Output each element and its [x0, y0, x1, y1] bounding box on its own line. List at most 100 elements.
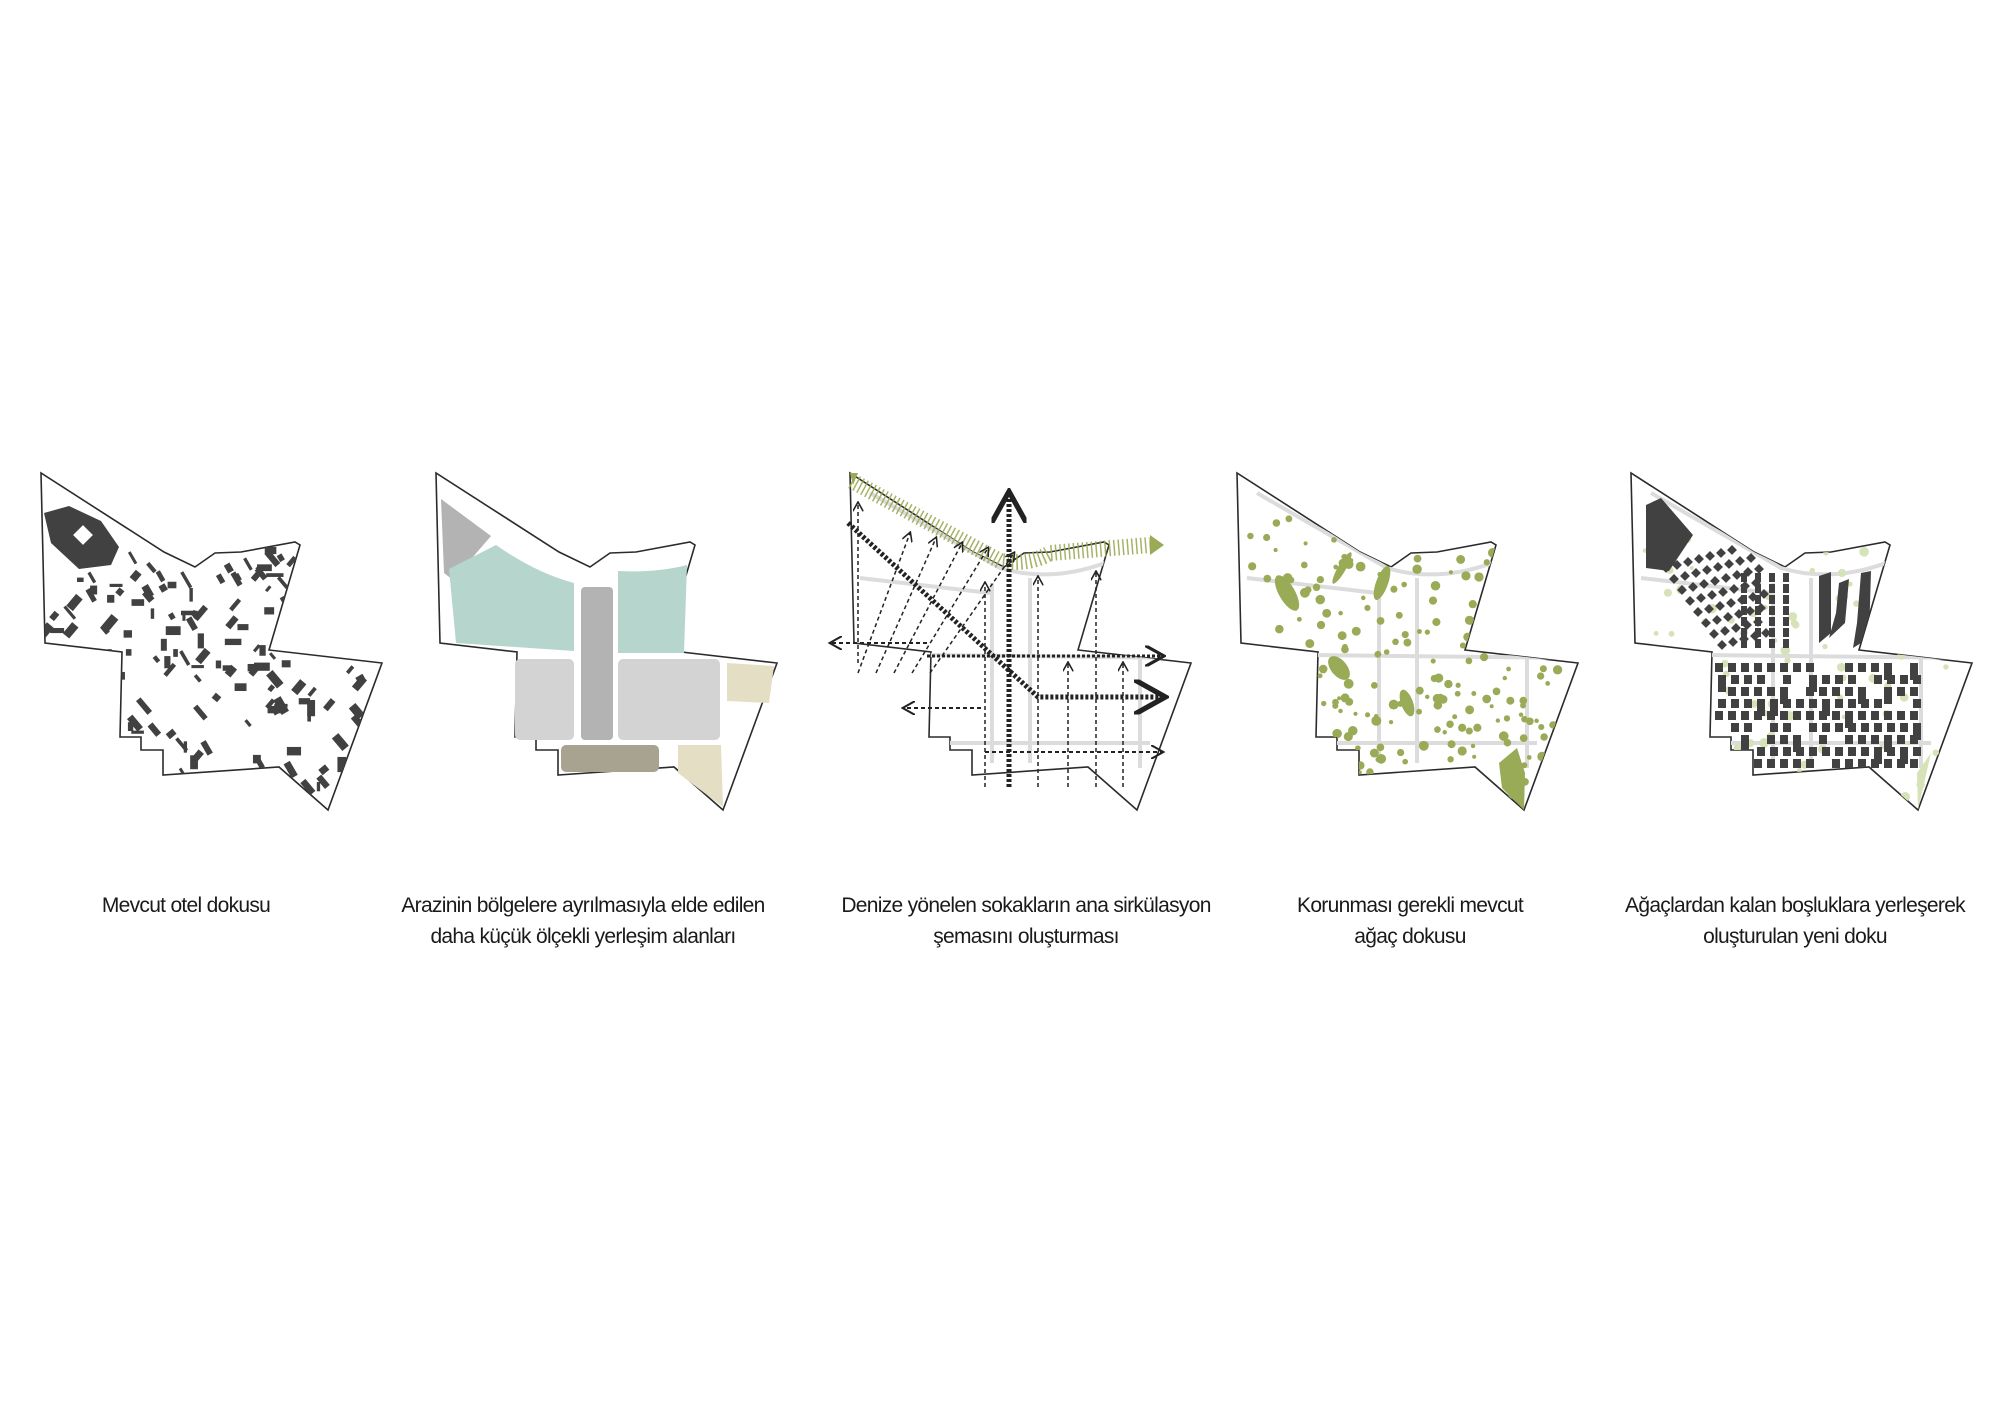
- panel-zoning: [435, 472, 778, 811]
- seafront-arrow-icon: [1150, 535, 1164, 555]
- tree: [1663, 588, 1672, 597]
- panel-new-fabric: [1630, 472, 1973, 811]
- building: [129, 569, 142, 582]
- tree: [1472, 754, 1477, 759]
- building: [223, 562, 234, 574]
- building: [1759, 589, 1769, 599]
- building: [307, 686, 317, 697]
- building-bar: [1829, 579, 1849, 638]
- tree: [1474, 572, 1484, 582]
- building: [1727, 544, 1737, 555]
- tree: [1479, 652, 1489, 662]
- building: [1724, 558, 1734, 569]
- building: [1721, 573, 1731, 583]
- building: [1757, 747, 1765, 756]
- building: [255, 757, 265, 770]
- building: [243, 557, 253, 571]
- building: [1770, 723, 1778, 732]
- building: [1897, 759, 1905, 768]
- tree: [1539, 665, 1547, 673]
- caption-circulation: Denize yönelen sokakların ana sirkülasyo…: [806, 890, 1246, 952]
- building: [90, 585, 98, 595]
- tree: [1838, 568, 1847, 578]
- tree: [1402, 758, 1409, 765]
- building: [1780, 711, 1788, 720]
- building: [1809, 723, 1817, 732]
- building: [1683, 557, 1693, 567]
- tree: [1823, 550, 1829, 556]
- building: [351, 675, 368, 692]
- building: [1858, 687, 1866, 704]
- tree: [1432, 618, 1441, 627]
- building: [173, 649, 178, 657]
- tree: [1424, 629, 1431, 635]
- building: [1712, 615, 1722, 625]
- building: [266, 573, 284, 577]
- tree: [1376, 743, 1385, 752]
- building: [1713, 562, 1723, 572]
- building: [1835, 723, 1843, 732]
- building: [1680, 571, 1690, 581]
- main-axis-diagonal: [846, 521, 1162, 697]
- tree: [1342, 643, 1348, 650]
- caption-line: Korunması gerekli mevcut: [1297, 894, 1524, 917]
- building: [1819, 711, 1827, 720]
- building: [1755, 573, 1761, 582]
- building: [1669, 573, 1679, 584]
- tree: [1943, 664, 1949, 670]
- building: [1780, 663, 1788, 672]
- building: [1769, 639, 1775, 648]
- street-diagonal: [911, 548, 988, 674]
- building: [195, 647, 211, 665]
- building: [1717, 640, 1727, 650]
- tree: [1321, 700, 1327, 707]
- tree: [1750, 700, 1759, 708]
- zone-gray-north: [441, 499, 491, 580]
- tree: [1534, 718, 1539, 724]
- building: [155, 570, 166, 583]
- building: [163, 662, 177, 677]
- tree: [1461, 571, 1471, 581]
- tree: [1897, 651, 1906, 660]
- street-diagonal: [893, 543, 962, 674]
- building: [267, 684, 276, 693]
- caption-existing-trees: Korunması gerekli mevcut ağaç dokusu: [1190, 890, 1630, 952]
- building: [1741, 735, 1749, 752]
- building: [255, 565, 266, 577]
- tree: [1401, 631, 1409, 639]
- building: [1677, 584, 1687, 595]
- building: [1746, 553, 1756, 563]
- tree: [1492, 687, 1501, 696]
- tree: [1395, 611, 1403, 619]
- building: [1723, 612, 1733, 622]
- building: [158, 583, 168, 593]
- building: [50, 628, 65, 634]
- tree: [1351, 626, 1361, 636]
- tree: [1468, 600, 1477, 609]
- tree: [1338, 708, 1343, 714]
- caption-line: Denize yönelen sokakların ana sirkülasyo…: [841, 894, 1211, 917]
- building: [1913, 699, 1921, 708]
- tree: [1343, 678, 1354, 689]
- caption-line: Mevcut otel dokusu: [101, 894, 271, 917]
- building: [100, 625, 110, 635]
- tree: [1689, 565, 1694, 571]
- caption-line: şemasını oluşturması: [933, 925, 1119, 948]
- building: [1809, 747, 1817, 756]
- tree: [1526, 755, 1532, 760]
- zone-lightgray-west: [515, 659, 574, 740]
- tree: [1337, 631, 1347, 641]
- tree: [1285, 515, 1293, 523]
- building: [147, 722, 162, 737]
- building: [1718, 699, 1726, 708]
- building: [1832, 687, 1840, 696]
- building: [1806, 687, 1814, 696]
- tree: [1273, 547, 1278, 553]
- building: [123, 630, 132, 638]
- building: [1694, 554, 1704, 564]
- zone-gray-strip: [581, 587, 613, 740]
- building: [1835, 699, 1843, 708]
- building: [1691, 568, 1701, 578]
- building: [1709, 629, 1719, 639]
